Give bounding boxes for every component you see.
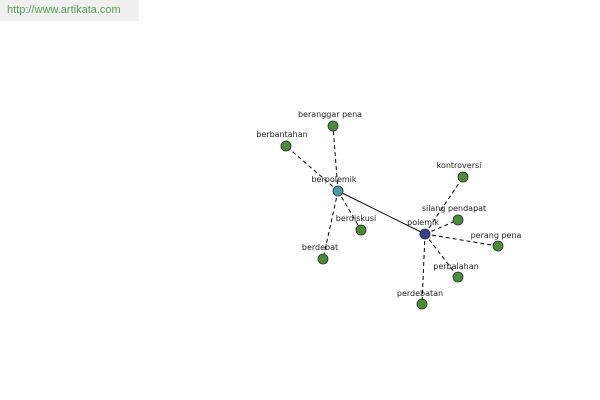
edge-polemik-to-silang-pendapat — [424, 219, 459, 235]
edge-polemik-to-perang-pena — [424, 233, 499, 247]
edge-polemik-to-kontroversi — [424, 176, 464, 235]
graph-labels: berpolemik polemik beranggar pena berbantah… — [256, 110, 521, 298]
edge-berpolemik-to-berdebat — [322, 190, 339, 260]
node-berdiskusi[interactable] — [355, 224, 367, 236]
label-beranggar-pena[interactable]: beranggar pena — [298, 110, 362, 119]
edge-berpolemik-to-berbantahan — [285, 145, 339, 192]
label-perbalahan[interactable]: perbalahan — [433, 262, 478, 271]
graph-edges — [285, 125, 499, 305]
node-perbalahan[interactable] — [452, 271, 464, 283]
edge-polemik-to-perbalahan — [424, 233, 459, 278]
label-kontroversi[interactable]: kontroversi — [437, 161, 482, 170]
node-perang-pena[interactable] — [492, 240, 504, 252]
edge-berpolemik-to-berdiskusi — [337, 190, 362, 231]
label-polemik[interactable]: polemik — [407, 218, 439, 227]
edge-berpolemik-to-beranggar-pena — [332, 125, 339, 192]
graph-nodes — [280, 120, 504, 310]
label-berdebat[interactable]: berdebat — [302, 243, 338, 252]
node-perdebatan[interactable] — [416, 298, 428, 310]
node-silang-pendapat[interactable] — [452, 214, 464, 226]
node-kontroversi[interactable] — [457, 171, 469, 183]
edge-berpolemik-to-polemik — [337, 190, 426, 235]
node-polemik[interactable] — [419, 228, 431, 240]
label-berpolemik[interactable]: berpolemik — [311, 175, 356, 184]
label-berbantahan[interactable]: berbantahan — [256, 130, 307, 139]
label-berdiskusi[interactable]: berdiskusi — [336, 214, 376, 223]
node-berpolemik[interactable] — [332, 185, 344, 197]
site-url-link[interactable]: http://www.artikata.com — [0, 0, 139, 21]
label-silang-pendapat[interactable]: silang pendapat — [422, 204, 486, 213]
node-beranggar-pena[interactable] — [327, 120, 339, 132]
label-perdebatan[interactable]: perdebatan — [397, 289, 443, 298]
node-berbantahan[interactable] — [280, 140, 292, 152]
edge-polemik-to-perdebatan — [421, 233, 426, 305]
label-perang-pena[interactable]: perang pena — [471, 231, 522, 240]
node-berdebat[interactable] — [317, 253, 329, 265]
